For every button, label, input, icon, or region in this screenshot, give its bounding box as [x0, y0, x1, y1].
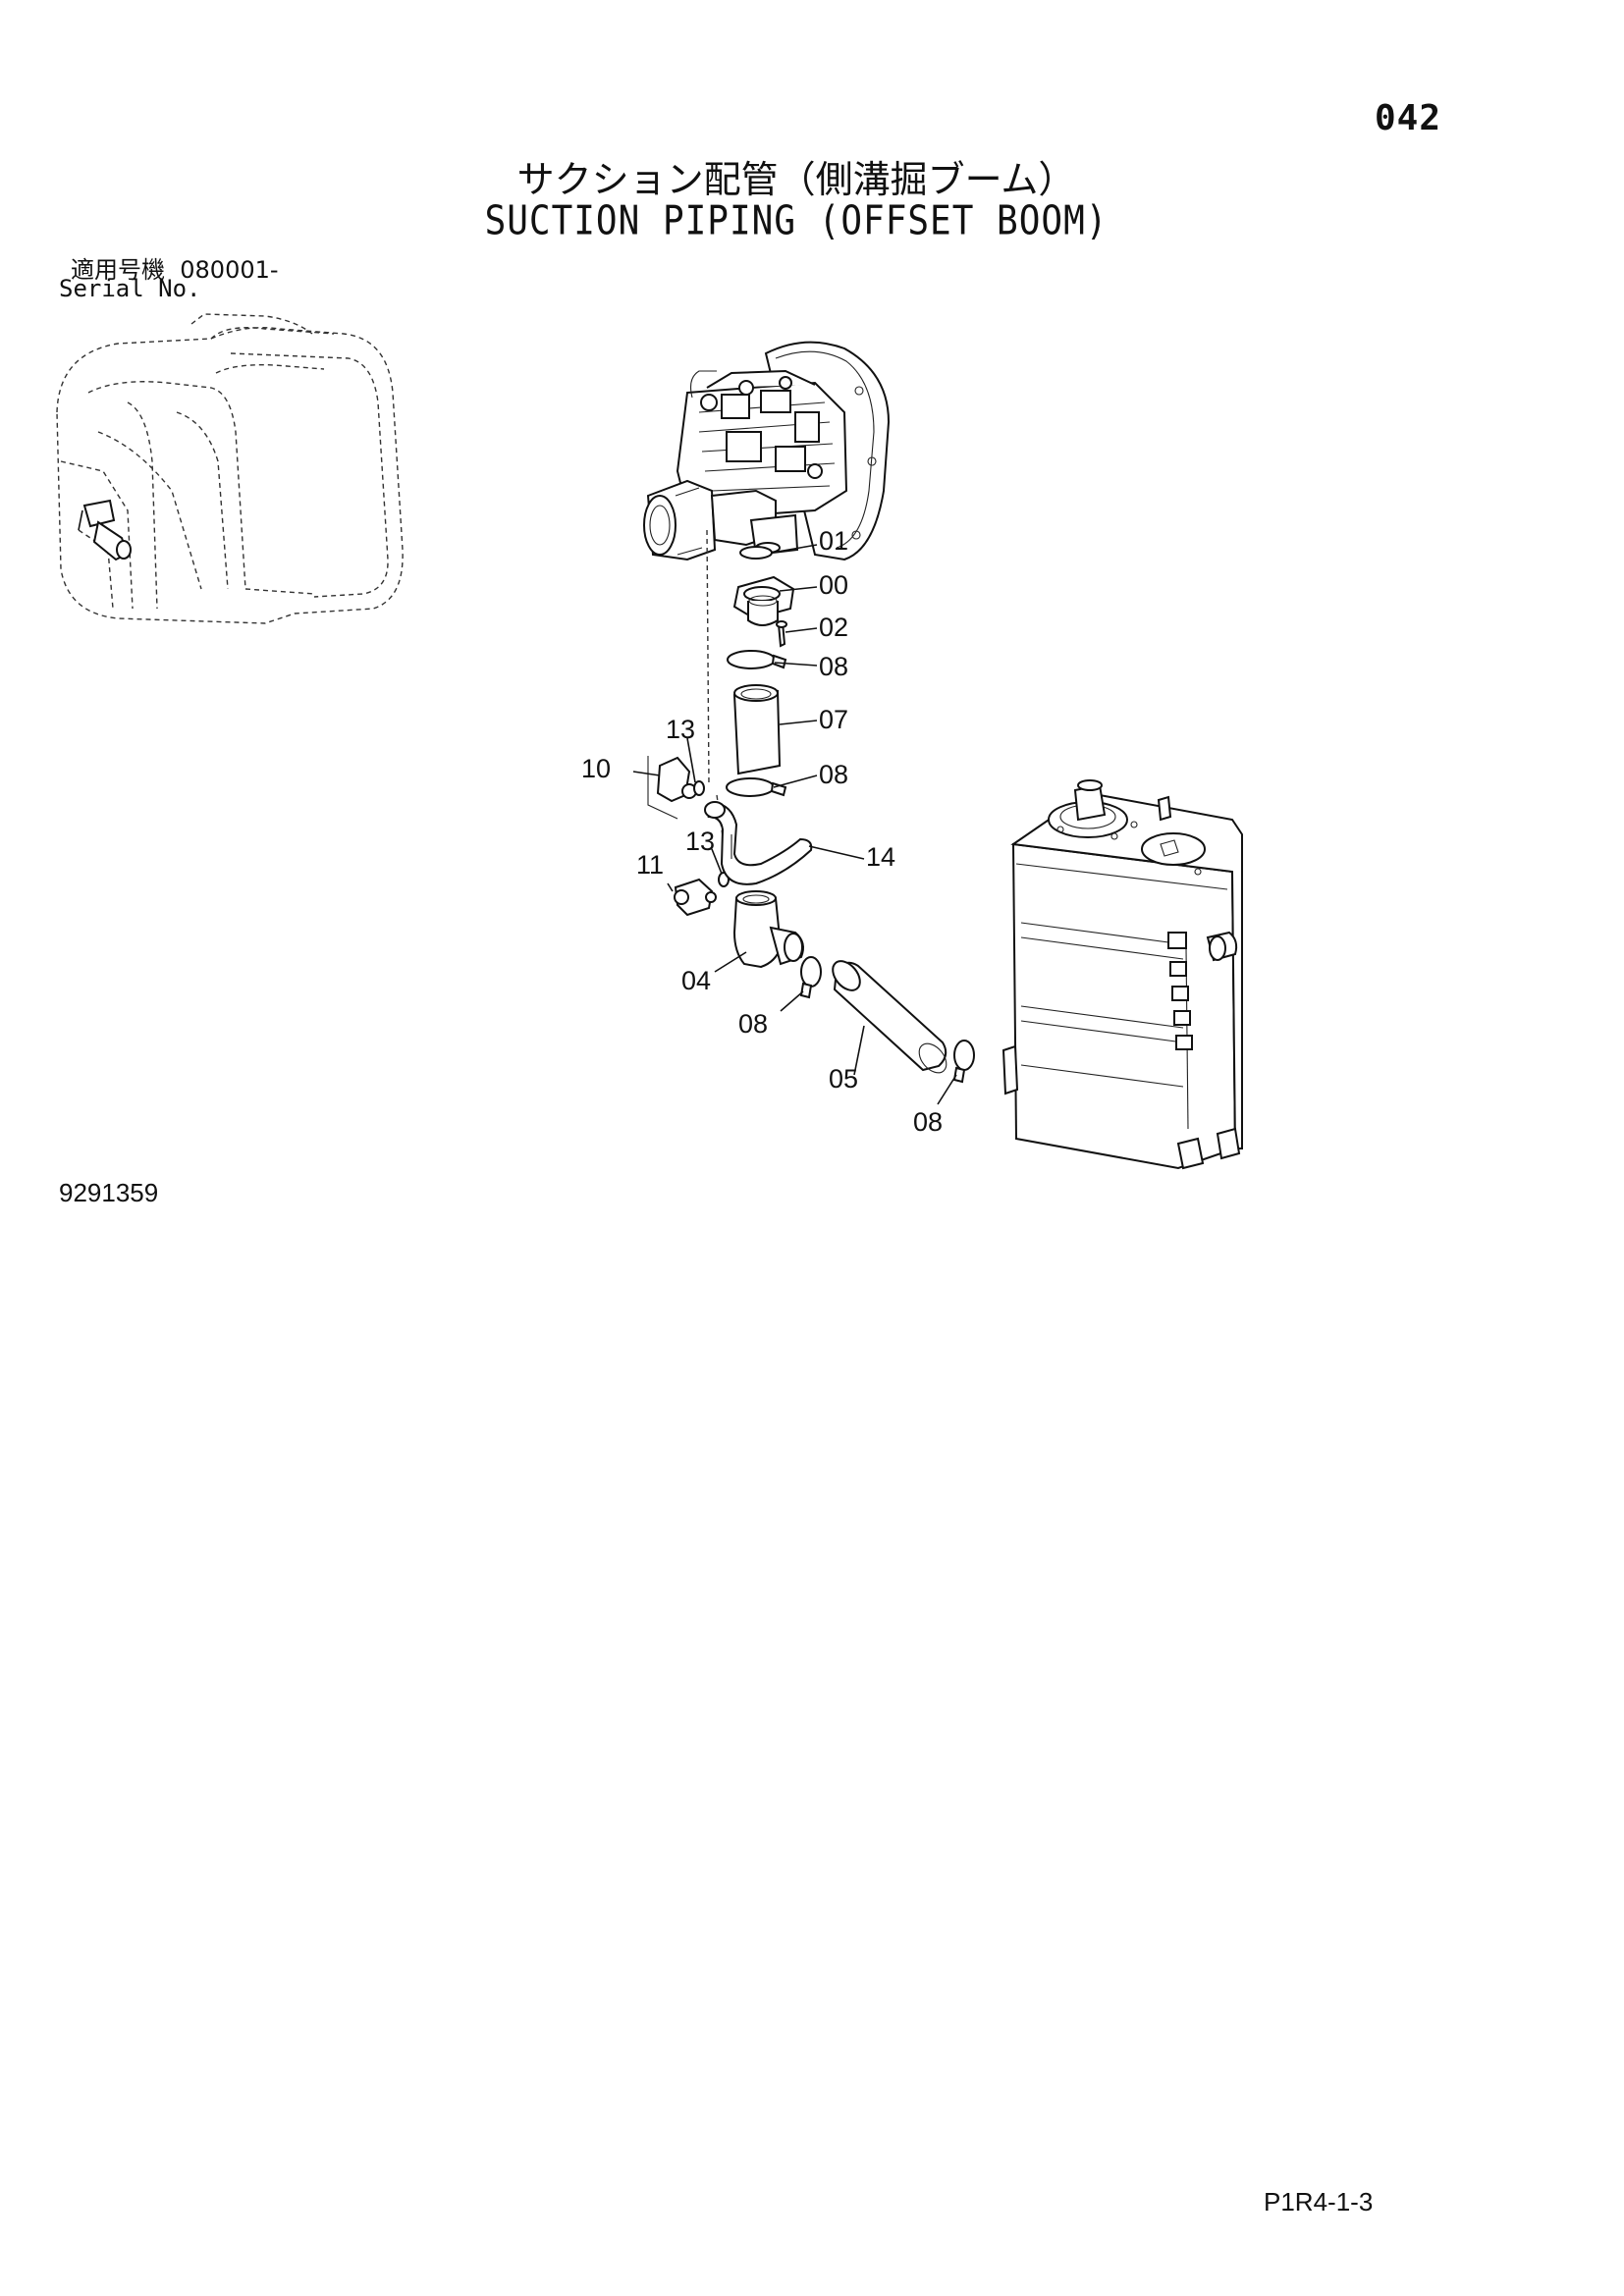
callout-05: 05 [829, 1064, 858, 1094]
hydraulic-tank [1001, 779, 1243, 1170]
page-code: P1R4-1-3 [1264, 2187, 1374, 2216]
callout-04: 04 [681, 966, 711, 995]
suction-hose [732, 684, 782, 775]
serial-value: 080001- [180, 256, 279, 284]
hose-clamp [727, 650, 787, 669]
hose-clamp [952, 1040, 975, 1084]
hose-clamp [799, 956, 822, 999]
suction-flange [732, 575, 795, 626]
callout-01: 01 [819, 526, 848, 556]
location-diagram [56, 313, 404, 624]
callout-13: 13 [685, 827, 715, 856]
leader-lines [632, 544, 957, 1105]
callout-14: 14 [866, 842, 895, 872]
callout-08: 08 [819, 760, 848, 789]
serial-label-japanese: 適用号機 [71, 256, 165, 284]
callout-08: 08 [819, 652, 848, 681]
serial-label-english: Serial No. [59, 275, 201, 302]
callout-13: 13 [666, 715, 695, 744]
hydraulic-pump [643, 341, 891, 561]
return-hose [704, 801, 813, 885]
bolt [776, 620, 787, 648]
tee-fitting [674, 878, 717, 917]
callout-00: 00 [819, 570, 848, 600]
page-title-english: SUCTION PIPING (OFFSET BOOM) [484, 197, 1109, 245]
drawing-number: 9291359 [59, 1178, 159, 1207]
callout-07: 07 [819, 705, 848, 734]
suction-pipe [832, 960, 947, 1074]
o-ring [693, 780, 705, 796]
callout-10: 10 [581, 754, 611, 783]
page-title-japanese: サクション配管（側溝掘ブーム） [516, 158, 1076, 201]
callout-02: 02 [819, 613, 848, 642]
serial-range: 適用号機 080001- [71, 250, 279, 285]
page-number: 042 [1375, 98, 1442, 138]
callout-11: 11 [636, 850, 664, 880]
callout-08: 08 [738, 1009, 768, 1039]
o-ring [739, 546, 773, 560]
suction-elbow [732, 890, 804, 969]
callout-08: 08 [913, 1107, 943, 1137]
elbow-fitting [647, 756, 697, 820]
